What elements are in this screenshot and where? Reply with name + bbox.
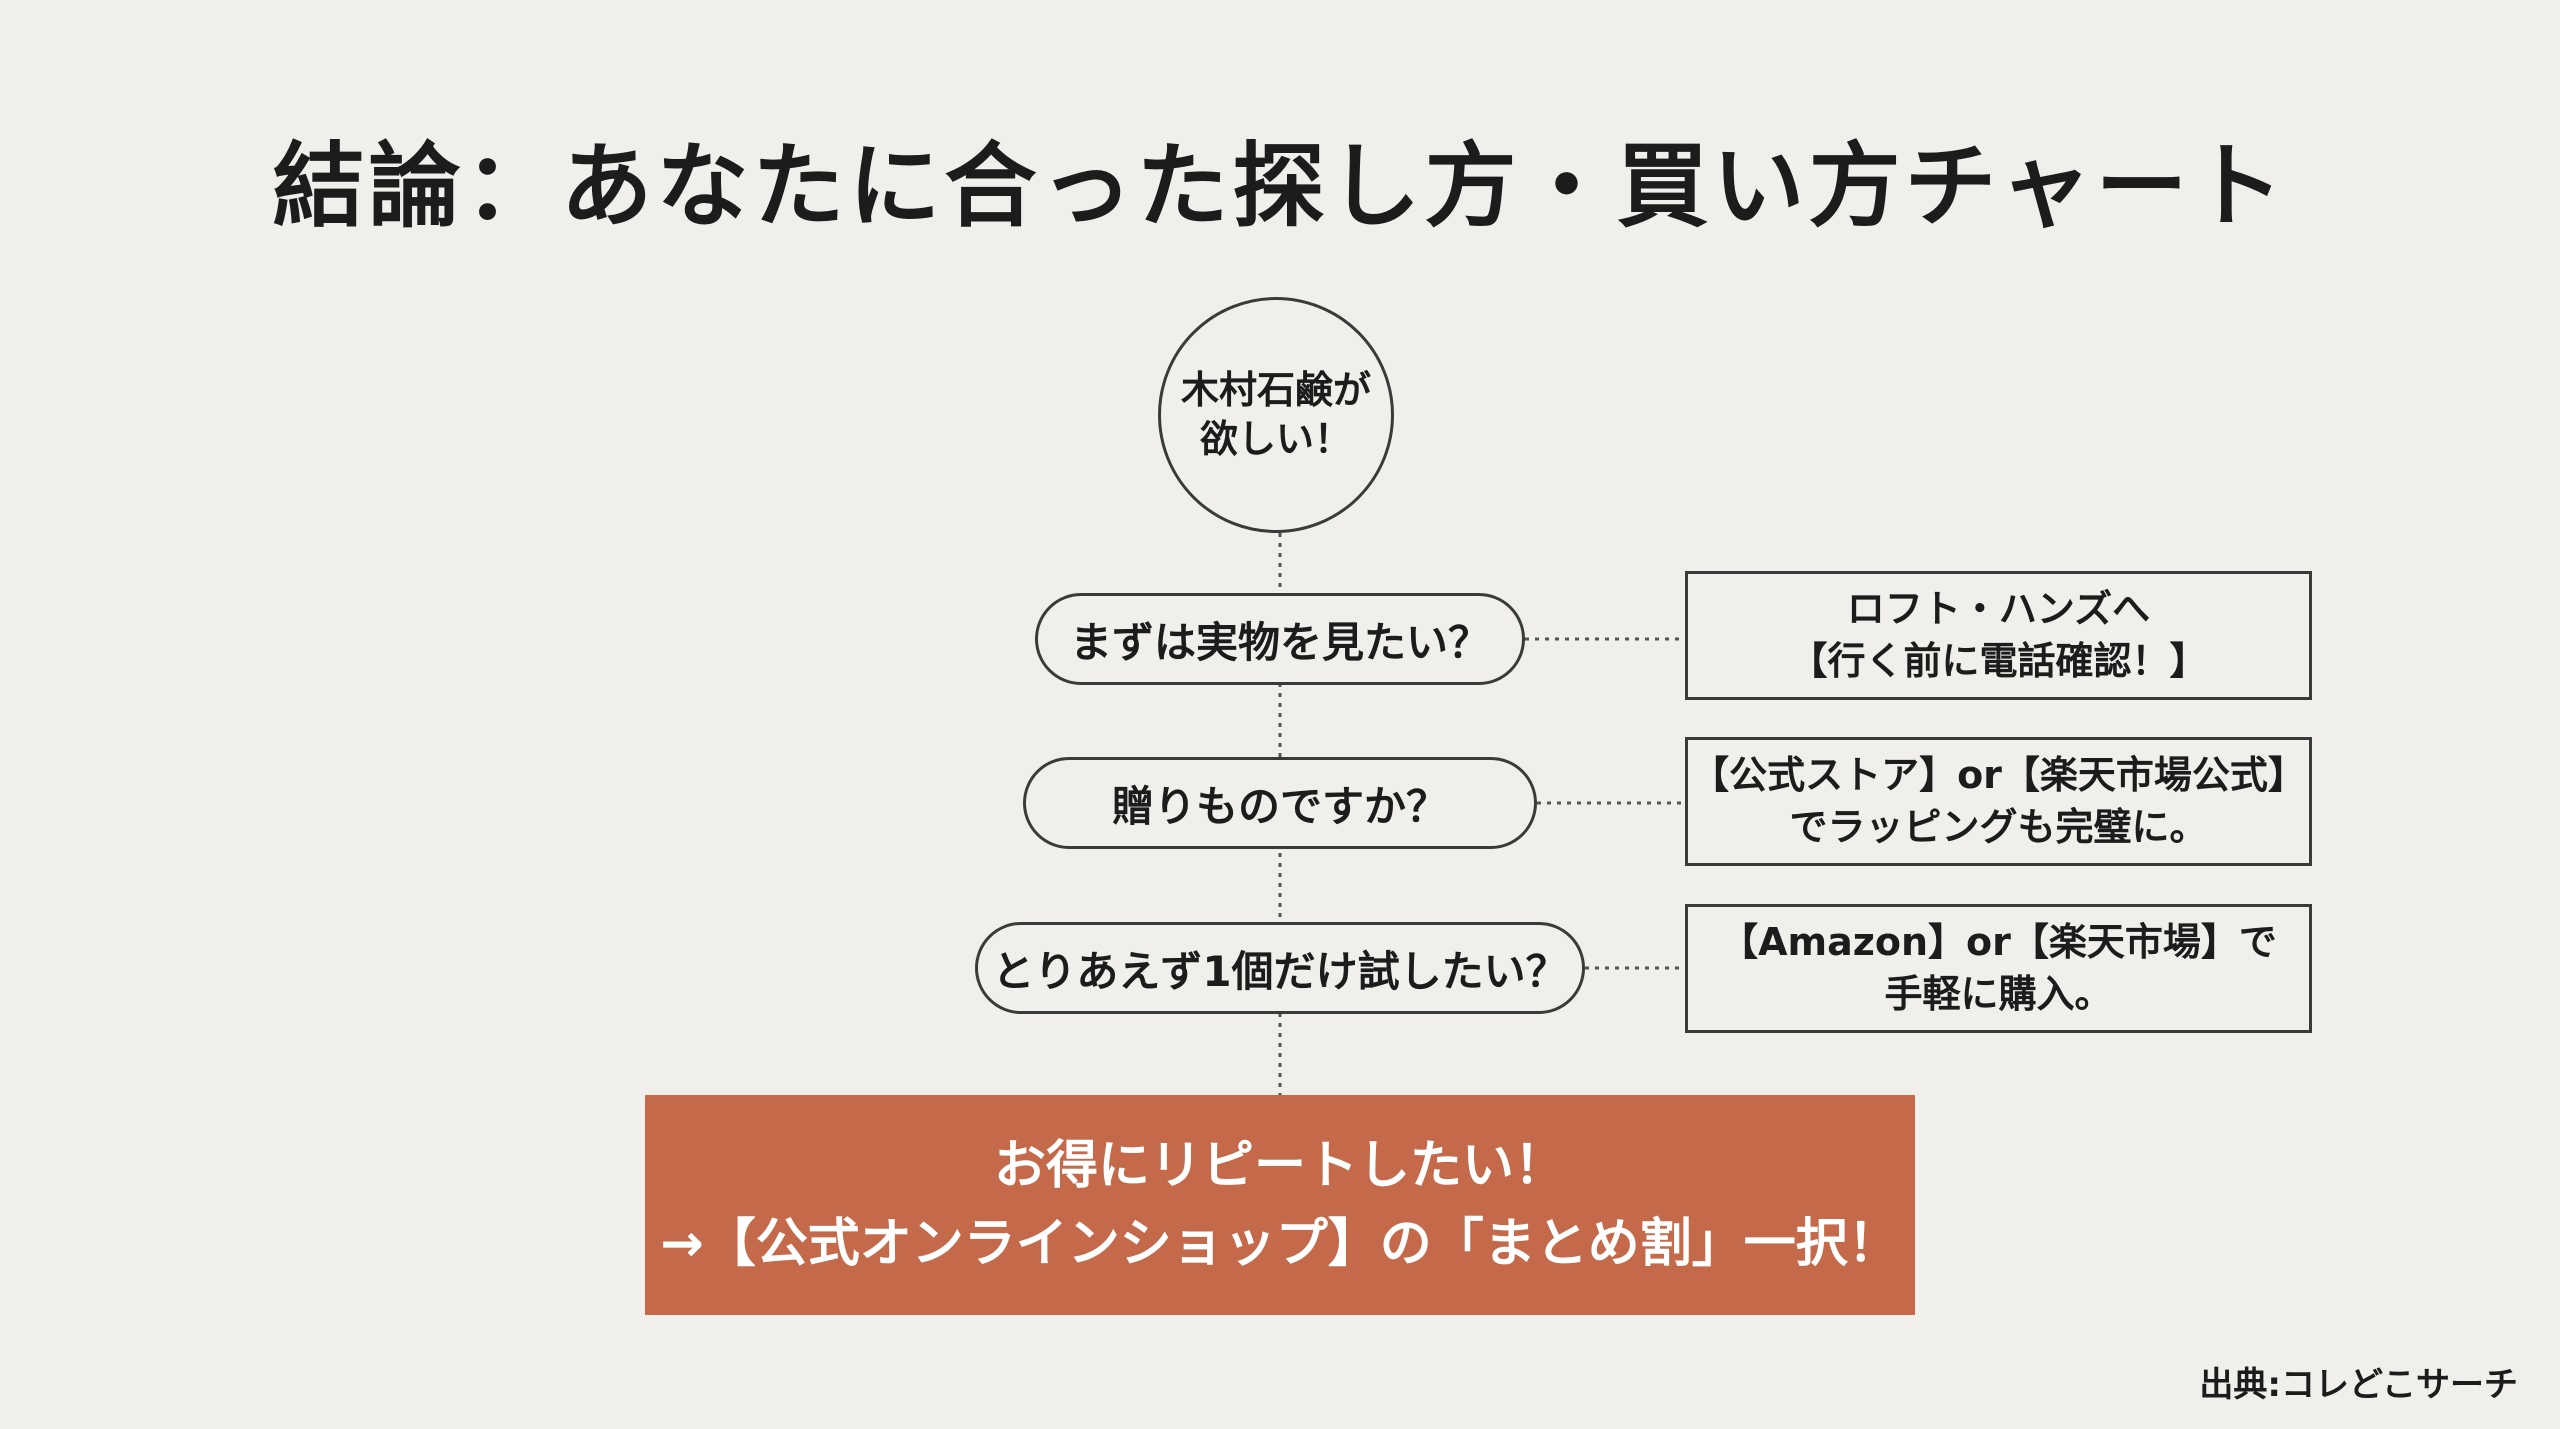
start-node-line-1: 木村石鹸が	[1180, 367, 1371, 412]
question-node-try-one: とりあえず1個だけ試したい？	[975, 922, 1585, 1014]
question-node-gift: 贈りものですか？	[1023, 757, 1537, 849]
final-line-1: お得にリピートしたい！	[993, 1136, 1566, 1196]
final-box-background	[645, 1095, 1915, 1315]
answer-line: 【Amazon】or【楽天市場】で	[1720, 920, 2277, 965]
answer-line: 【行く前に電話確認！】	[1789, 638, 2208, 683]
start-node-line-2: 欲しい！	[1199, 417, 1352, 461]
answer-line: でラッピングも完璧に。	[1789, 804, 2208, 849]
answer-box-gift-wrapping: 【公式ストア】or【楽天市場公式】 でラッピングも完璧に。	[1685, 737, 2312, 866]
final-line-2: →【公式オンラインショップ】の「まとめ割」一択！	[660, 1214, 1900, 1274]
source-credit: 出典:コレどこサーチ	[2199, 1365, 2518, 1405]
answer-box-online-purchase: 【Amazon】or【楽天市場】で 手軽に購入。	[1685, 904, 2312, 1033]
answer-line: ロフト・ハンズへ	[1846, 587, 2151, 632]
question-node-real-item: まずは実物を見たい？	[1035, 593, 1525, 685]
answer-line: 手軽に購入。	[1884, 971, 2113, 1016]
page-title: 結論：あなたに合った探し方・買い方チャート	[272, 133, 2288, 240]
answer-line: 【公式ストア】or【楽天市場公式】	[1691, 753, 2306, 798]
answer-box-store-visit: ロフト・ハンズへ 【行く前に電話確認！】	[1685, 571, 2312, 700]
start-node: 木村石鹸が 欲しい！	[1158, 297, 1394, 533]
final-recommendation-box: お得にリピートしたい！ →【公式オンラインショップ】の「まとめ割」一択！	[645, 1095, 1915, 1315]
